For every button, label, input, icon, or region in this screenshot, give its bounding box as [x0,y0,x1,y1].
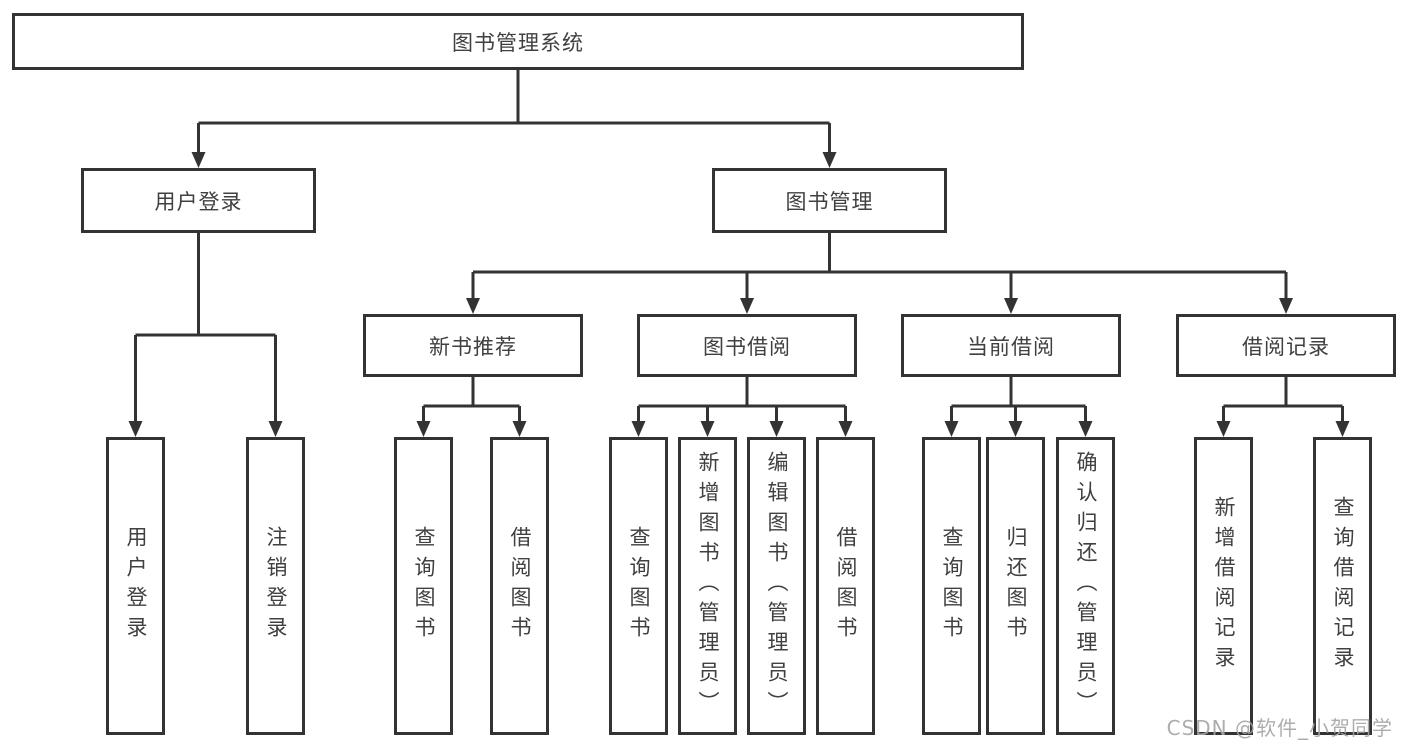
leaf-query-books-borrow-label: 查询图书 [627,526,651,646]
leaf-user-login-label: 用户登录 [124,526,148,646]
leaf-logout: 注销登录 [246,437,305,735]
node-borrow-records: 借阅记录 [1176,314,1396,377]
leaf-edit-book-admin-label: 编辑图书（管理员） [765,451,789,721]
leaf-logout-label: 注销登录 [264,526,288,646]
leaf-query-books-recommend-label: 查询图书 [412,526,436,646]
leaf-edit-book-admin: 编辑图书（管理员） [747,437,806,735]
leaf-query-borrow-record-label: 查询借阅记录 [1331,496,1355,676]
leaf-borrow-books-recommend: 借阅图书 [490,437,549,735]
leaf-confirm-return-admin-label: 确认归还（管理员） [1074,451,1098,721]
node-root: 图书管理系统 [12,13,1024,70]
leaf-return-book: 归还图书 [986,437,1045,735]
leaf-add-borrow-record-label: 新增借阅记录 [1212,496,1236,676]
leaf-user-login: 用户登录 [106,437,165,735]
leaf-query-books-current-label: 查询图书 [940,526,964,646]
leaf-query-books-borrow: 查询图书 [609,437,668,735]
leaf-return-book-label: 归还图书 [1004,526,1028,646]
leaf-add-book-admin: 新增图书（管理员） [678,437,737,735]
node-book-management: 图书管理 [712,168,947,233]
node-book-borrow: 图书借阅 [637,314,857,377]
leaf-confirm-return-admin: 确认归还（管理员） [1056,437,1115,735]
leaf-query-books-recommend: 查询图书 [394,437,453,735]
leaf-query-borrow-record: 查询借阅记录 [1313,437,1372,735]
node-new-book-recommend: 新书推荐 [363,314,583,377]
leaf-borrow-books-borrow: 借阅图书 [816,437,875,735]
node-current-borrow: 当前借阅 [901,314,1121,377]
leaf-borrow-books-borrow-label: 借阅图书 [834,526,858,646]
leaf-add-borrow-record: 新增借阅记录 [1194,437,1253,735]
leaf-add-book-admin-label: 新增图书（管理员） [696,451,720,721]
watermark: CSDN @软件_小贺同学 [1166,716,1393,740]
leaf-borrow-books-recommend-label: 借阅图书 [508,526,532,646]
leaf-query-books-current: 查询图书 [922,437,981,735]
node-user-login: 用户登录 [81,168,316,233]
